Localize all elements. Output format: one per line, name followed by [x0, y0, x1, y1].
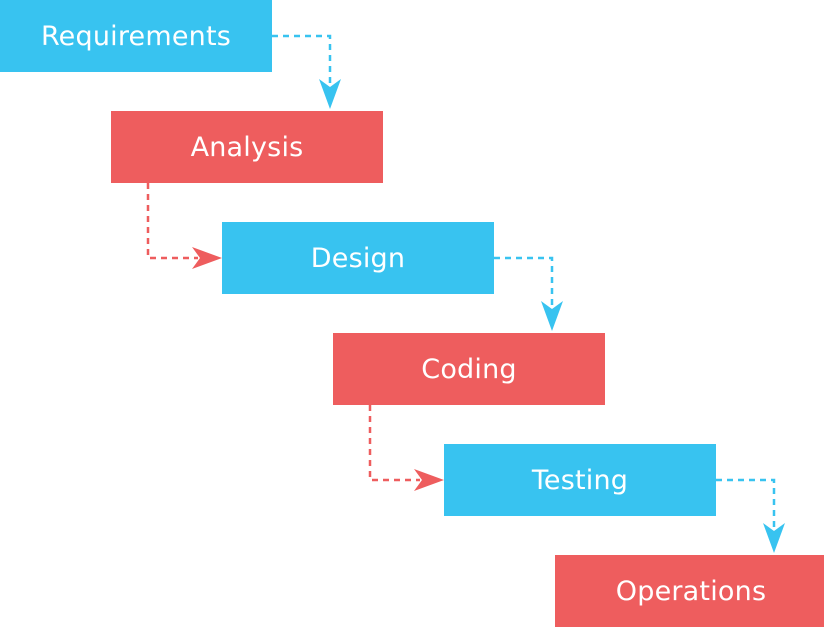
arrow-down-icon [541, 301, 563, 331]
arrow-right-icon [414, 469, 444, 491]
stage-testing: Testing [444, 444, 716, 516]
arrow-down-icon [763, 523, 785, 553]
connector-analysis-to-design [146, 183, 222, 269]
stage-requirements-label: Requirements [40, 20, 232, 52]
stage-requirements: Requirements [0, 0, 272, 72]
connector-line [368, 405, 420, 482]
connector-testing-to-operations [716, 478, 785, 553]
arrow-right-icon [192, 247, 222, 269]
stage-design-label: Design [310, 242, 406, 274]
stage-coding: Coding [333, 333, 605, 405]
stage-operations-label: Operations [615, 575, 767, 607]
connector-line [272, 34, 332, 85]
stage-analysis: Analysis [111, 111, 383, 183]
connector-requirements-to-analysis [272, 34, 341, 109]
stage-coding-label: Coding [421, 353, 517, 385]
connector-design-to-coding [494, 256, 563, 331]
stage-analysis-label: Analysis [190, 131, 304, 163]
connector-line [494, 256, 554, 307]
connector-line [146, 183, 198, 260]
connector-coding-to-testing [368, 405, 444, 491]
connector-line [716, 478, 776, 529]
stage-operations: Operations [555, 555, 824, 627]
stage-design: Design [222, 222, 494, 294]
stage-testing-label: Testing [531, 464, 629, 496]
arrow-down-icon [319, 79, 341, 109]
